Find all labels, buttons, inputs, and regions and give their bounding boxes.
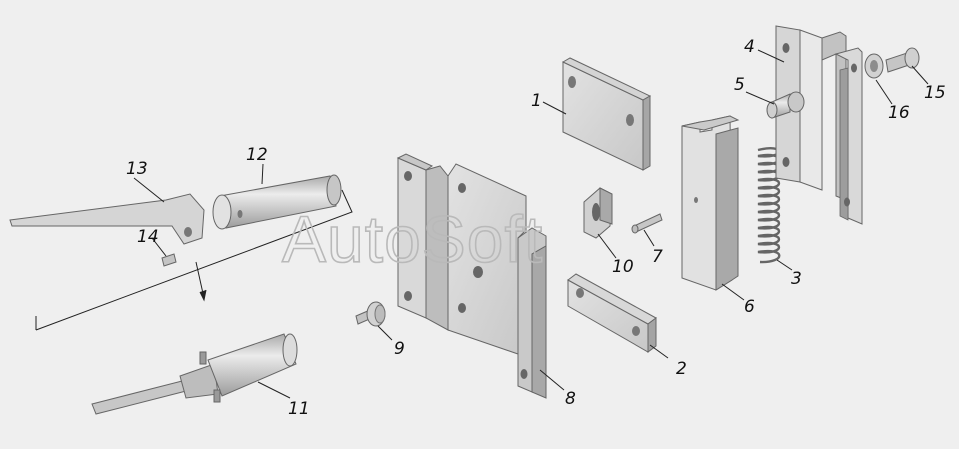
callout-8: 8 (565, 389, 576, 409)
callout-16: 16 (888, 103, 910, 123)
callout-1: 1 (531, 91, 542, 111)
callout-3: 3 (791, 269, 802, 289)
callout-13: 13 (126, 159, 148, 179)
part-2-strip (567, 273, 657, 353)
part-12-shaft (212, 174, 342, 230)
callout-14: 14 (137, 227, 159, 247)
part-10-bushing (583, 187, 613, 239)
callout-7: 7 (652, 247, 663, 267)
callout-9: 9 (394, 339, 405, 359)
callout-4: 4 (744, 37, 755, 57)
part-13-lever (9, 193, 205, 245)
part-11-lock-cylinder (91, 333, 298, 415)
callout-2: 2 (676, 359, 687, 379)
callout-labels: 1 2 3 4 5 6 7 8 9 10 11 12 13 14 15 16 (126, 37, 946, 419)
part-1-plate (561, 57, 652, 171)
callout-11: 11 (288, 399, 310, 419)
part-3-spring (757, 147, 781, 264)
part-8-hinge-bracket (396, 153, 547, 399)
part-6-stop-block (681, 115, 740, 291)
assembly-axis-lines (35, 189, 353, 331)
part-16-washer (864, 53, 884, 79)
callout-15: 15 (924, 83, 946, 103)
autosoft-watermark: AutoSoft (282, 202, 543, 276)
part-9-bolt (355, 301, 386, 327)
part-7-screw (631, 213, 663, 234)
callout-5: 5 (734, 75, 745, 95)
part-15-bolt (885, 47, 920, 73)
callout-12: 12 (246, 145, 268, 165)
part-14-screw (161, 253, 177, 267)
leader-lines (133, 49, 929, 399)
callout-10: 10 (612, 257, 634, 277)
callout-6: 6 (744, 297, 755, 317)
part-4-channel-bracket (775, 25, 863, 225)
part-5-pin (766, 91, 805, 119)
